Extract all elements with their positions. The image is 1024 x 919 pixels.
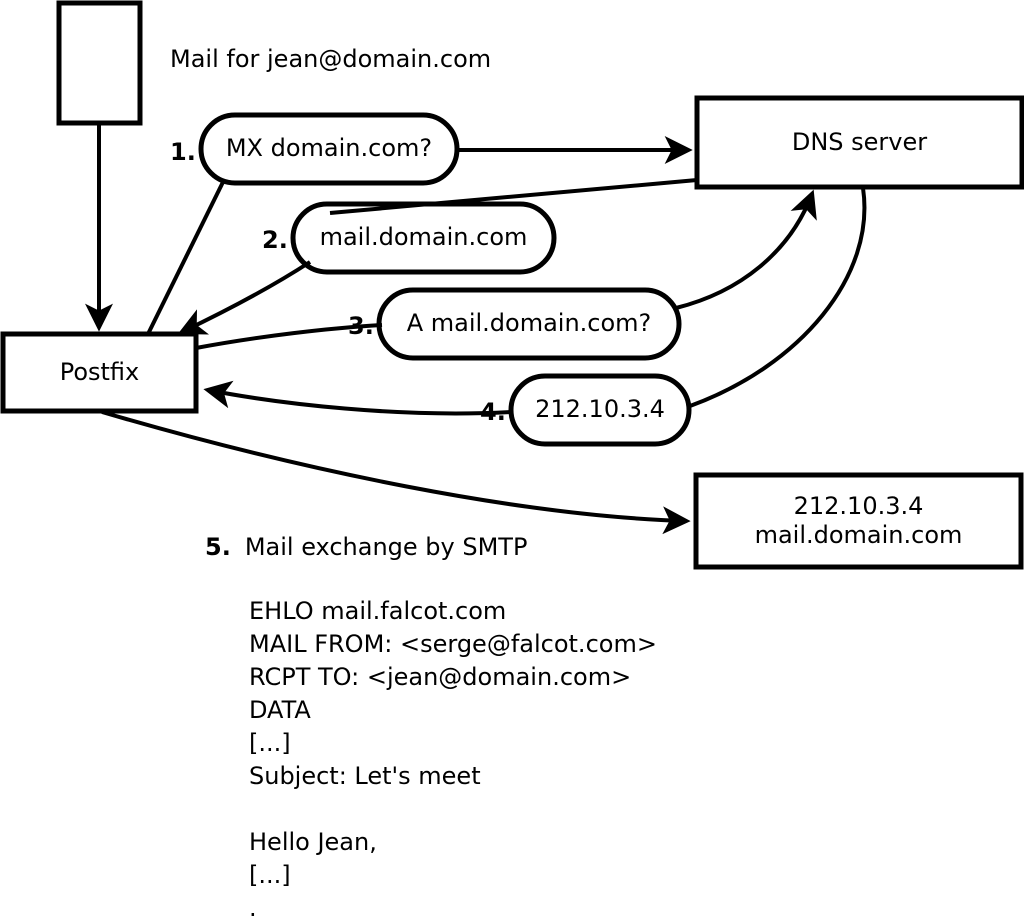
smtp-caption-text: Mail exchange by SMTP (244, 533, 528, 561)
page-title: Mail for jean@domain.com (170, 45, 492, 73)
step-4-label: 212.10.3.4 (535, 395, 665, 424)
mail-server-label: 212.10.3.4 mail.domain.com (696, 475, 1021, 567)
mail-server-hostname: mail.domain.com (754, 521, 963, 549)
mail-server-ip: 212.10.3.4 (793, 491, 924, 520)
smtp-caption-number: 5. (205, 533, 231, 561)
smtp-caption: 5. Mail exchange by SMTP (205, 533, 527, 561)
step-1-number: 1. (170, 138, 196, 166)
connector-step3-to-dns (675, 189, 817, 310)
dns-server-label: DNS server (791, 127, 928, 156)
client-box-shape (56, 0, 143, 126)
connector-step2-to-postfix (177, 260, 312, 335)
connector-postfix-to-step1 (146, 179, 226, 335)
smtp-transcript: EHLO mail.falcot.com MAIL FROM: <serge@f… (249, 597, 657, 919)
step-3-number: 3. (348, 312, 374, 340)
connector-dns-to-step4 (689, 187, 867, 408)
step-1-label: MX domain.com? (225, 134, 433, 163)
step-2-number: 2. (262, 226, 288, 254)
step-4-number: 4. (480, 398, 506, 426)
step-2-label: mail.domain.com (319, 223, 528, 252)
connector-step4-to-postfix (203, 380, 512, 416)
postfix-label: Postfix (59, 357, 140, 386)
step-3-label: A mail.domain.com? (406, 309, 652, 338)
